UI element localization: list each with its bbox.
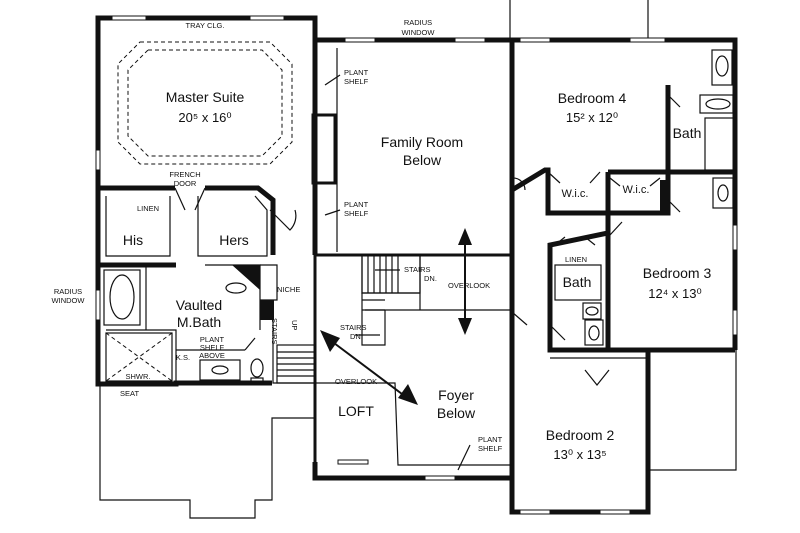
plant-shelf-above-1: PLANT: [200, 335, 225, 344]
seat-label: SEAT: [120, 389, 139, 398]
overlook-2: OVERLOOK: [335, 377, 377, 386]
stairs-up: [276, 344, 316, 384]
stairs-landing: [361, 293, 386, 346]
plant-shelf-1a: PLANT: [344, 68, 369, 77]
family-room-line1: Family Room: [381, 134, 463, 150]
ks-label: K.S.: [176, 353, 190, 362]
bath-lower-fixtures: [554, 264, 604, 346]
tray-ceiling: [117, 41, 293, 165]
radius-window-left-2: WINDOW: [52, 296, 86, 305]
loft-label: LOFT: [338, 403, 374, 419]
roof-lines: [99, 0, 737, 519]
master-suite-name: Master Suite: [166, 89, 245, 105]
wic-2-label: W.i.c.: [623, 184, 650, 196]
master-sink: [225, 282, 247, 294]
shower: [105, 332, 173, 382]
vaulted-bath-line2: M.Bath: [177, 314, 221, 330]
stairs-down: [361, 254, 421, 294]
french-door-1: FRENCH: [169, 170, 200, 179]
plant-shelf-above-2: SHELF: [200, 343, 225, 352]
foyer-line1: Foyer: [438, 387, 474, 403]
stairs-dn-2b: DN.: [350, 332, 363, 341]
his-label: His: [123, 232, 143, 248]
stairs-dn-1b: DN.: [424, 274, 437, 283]
bedroom2-dim: 13⁰ x 13⁵: [553, 447, 606, 462]
hers-label: Hers: [219, 232, 249, 248]
radius-window-top-2: WINDOW: [402, 28, 436, 37]
bedroom3-name: Bedroom 3: [643, 265, 712, 281]
radius-window-top-1: RADIUS: [404, 18, 432, 27]
wic-1-label: W.i.c.: [562, 188, 589, 200]
master-toilet: [250, 358, 264, 384]
bath-upper-fixtures: [699, 49, 736, 209]
stairs-dn-1a: STAIRS: [404, 265, 431, 274]
plant-shelf-2a: PLANT: [344, 200, 369, 209]
doors: [174, 94, 681, 386]
niche-label: NICHE: [277, 285, 300, 294]
french-door-2: DOOR: [174, 179, 197, 188]
family-room-line2: Below: [403, 152, 442, 168]
vaulted-bath-line1: Vaulted: [176, 297, 222, 313]
shwr-label: SHWR.: [126, 372, 151, 381]
bath-lower-label: Bath: [563, 274, 592, 290]
stairs-up-1: STAIRS: [270, 318, 279, 345]
bedroom3-dim: 12⁴ x 13⁰: [648, 286, 701, 301]
plant-shelf-3a: PLANT: [478, 435, 503, 444]
bath-upper-label: Bath: [673, 125, 702, 141]
linen-1: LINEN: [137, 204, 159, 213]
leader-arrows: [324, 74, 471, 471]
stairs-up-2: UP: [290, 320, 299, 330]
bedroom2-name: Bedroom 2: [546, 427, 615, 443]
radius-window-left-1: RADIUS: [54, 287, 82, 296]
master-suite-dim: 20⁵ x 16⁰: [178, 110, 231, 125]
overlook-1: OVERLOOK: [448, 281, 490, 290]
foyer-line2: Below: [437, 405, 476, 421]
stairs-dn-2a: STAIRS: [340, 323, 367, 332]
plant-shelf-3b: SHELF: [478, 444, 503, 453]
bedroom4-name: Bedroom 4: [558, 90, 627, 106]
solid-columns: [232, 180, 670, 320]
tray-clg-label: TRAY CLG.: [186, 21, 225, 30]
windows: [95, 15, 738, 515]
master-tub: [103, 269, 141, 326]
plant-shelf-1b: SHELF: [344, 77, 369, 86]
linen-2: LINEN: [565, 255, 587, 264]
plant-shelf-2b: SHELF: [344, 209, 369, 218]
master-sink-2: [199, 359, 241, 381]
overlook-arrows: [320, 228, 472, 405]
plant-shelf-above-3: ABOVE: [199, 351, 225, 360]
bedroom4-dim: 15² x 12⁰: [566, 110, 618, 125]
